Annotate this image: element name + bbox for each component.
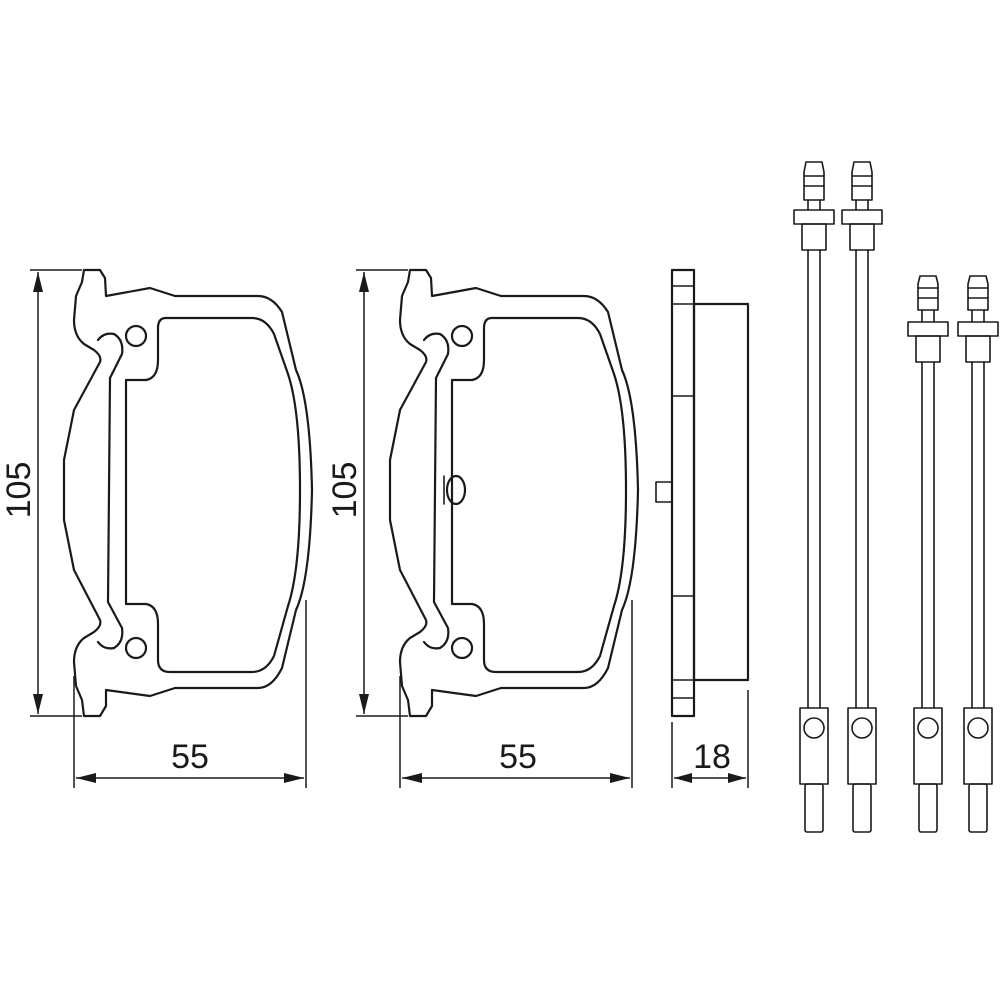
wear-sensor-4 (957, 275, 999, 833)
pad2-width-label: 55 (499, 738, 537, 776)
wear-sensor-1 (793, 161, 835, 833)
brake-pad-front-view-2 (388, 268, 640, 718)
thickness-dimension (671, 690, 749, 788)
wear-sensor-3 (907, 275, 949, 833)
pad1-width-label: 55 (171, 738, 209, 776)
pad2-height-label: 105 (326, 462, 364, 519)
wear-indicator-mark (445, 474, 467, 506)
thickness-label: 18 (693, 738, 731, 776)
brake-pad-front-view-1 (62, 268, 314, 718)
pad1-width-dimension (73, 600, 307, 788)
wear-sensor-2 (841, 161, 883, 833)
pad2-width-dimension (399, 600, 633, 788)
pad1-height-dimension (30, 269, 82, 717)
brake-pad-side-view (655, 268, 750, 718)
pad1-height-label: 105 (0, 462, 38, 519)
